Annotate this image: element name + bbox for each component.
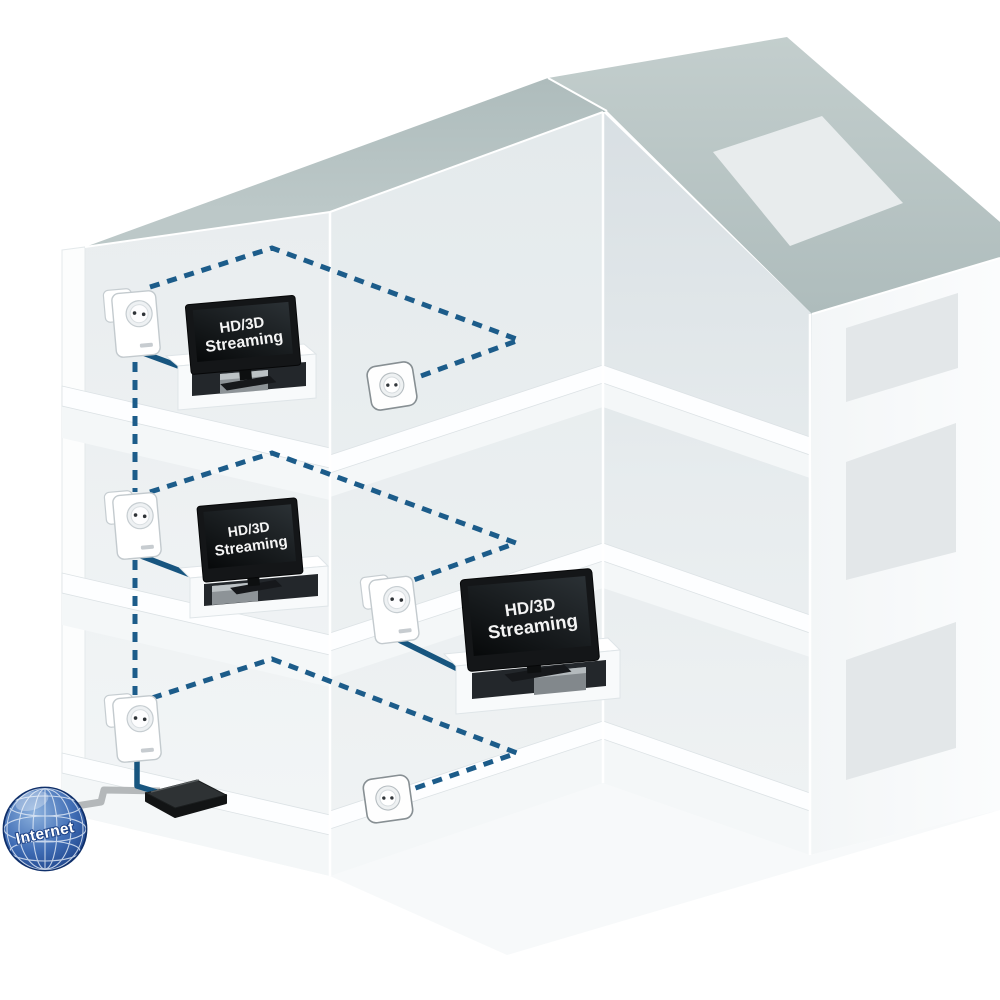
house (61, 37, 1000, 955)
router (144, 779, 228, 818)
tv-screen (192, 301, 293, 363)
floor-surface (603, 561, 810, 657)
powerline-adapter-top-floor (102, 288, 161, 358)
floor-surface (330, 739, 603, 876)
outlet-hole (394, 383, 398, 387)
adapter-socket-hole (390, 597, 394, 601)
powerline-network-lines (132, 245, 527, 794)
adapter-socket (130, 709, 150, 729)
tv-screen (467, 576, 592, 657)
powerline-adapter-middle-floor (103, 490, 162, 560)
outlet-hole (390, 796, 394, 800)
floor-surface (330, 383, 603, 497)
ground-slab-front-face (330, 783, 1000, 955)
outlet-hole (382, 796, 386, 800)
network-line-top-floor (149, 245, 527, 383)
floor-surface (62, 406, 330, 500)
window-middle (846, 423, 956, 580)
interior-wall-right-attic (603, 112, 812, 855)
tv-base (230, 579, 283, 595)
roof-left-plane (85, 78, 607, 247)
tv-middle-floor: HD/3D Streaming (196, 497, 304, 595)
tv-label-line1: HD/3D (227, 518, 271, 540)
adapter-logo (139, 342, 153, 348)
corner-seams (84, 77, 1000, 876)
powerline-adapter-ground-floor (103, 693, 162, 763)
internet-globe: Internet (2, 786, 88, 872)
tv-top-floor: HD/3D Streaming (184, 294, 302, 391)
adapter-socket (130, 506, 150, 526)
tv-right-room: HD/3D Streaming (459, 568, 600, 682)
adapter-socket-hole (142, 514, 147, 519)
globe-highlight (15, 790, 49, 812)
adapter-socket-hole (133, 513, 138, 517)
adapter-socket-hole (142, 717, 147, 722)
floor-surface (603, 739, 810, 855)
network-line-ground-floor (151, 656, 525, 794)
tv-label-line1: HD/3D (218, 314, 265, 337)
wall-outlet-ground-floor (362, 774, 414, 824)
tv-base (504, 664, 572, 682)
adapter-logo (140, 747, 154, 753)
adapter-socket (129, 304, 149, 324)
adapter-socket-hole (141, 312, 146, 317)
floor-surface (62, 773, 330, 876)
adapter-socket-hole (399, 598, 404, 602)
roof-skylight (713, 116, 903, 246)
media-player-top (212, 582, 258, 592)
powerline-adapter-right-room (359, 574, 420, 645)
wall-outlet-top-floor (366, 361, 418, 411)
adapter-socket-hole (132, 311, 137, 315)
outlet-socket (383, 376, 401, 394)
floor-surface (603, 383, 810, 478)
outlet-hole (386, 383, 390, 387)
window-top (846, 293, 958, 402)
adapter-logo (140, 544, 154, 550)
floor-slabs-right-wall (602, 364, 811, 855)
adapter-socket (387, 590, 407, 610)
tv-screen (203, 504, 297, 569)
adapter-logo (398, 628, 412, 634)
router-sheen (150, 779, 200, 793)
adapter-socket-hole (133, 716, 138, 720)
front-wall-cut-edge (61, 246, 86, 819)
window-bottom (846, 622, 956, 780)
internet-cable (69, 786, 161, 811)
tv-base (220, 375, 277, 391)
outlet-socket (379, 789, 397, 807)
network-line-middle-floor (149, 450, 524, 584)
